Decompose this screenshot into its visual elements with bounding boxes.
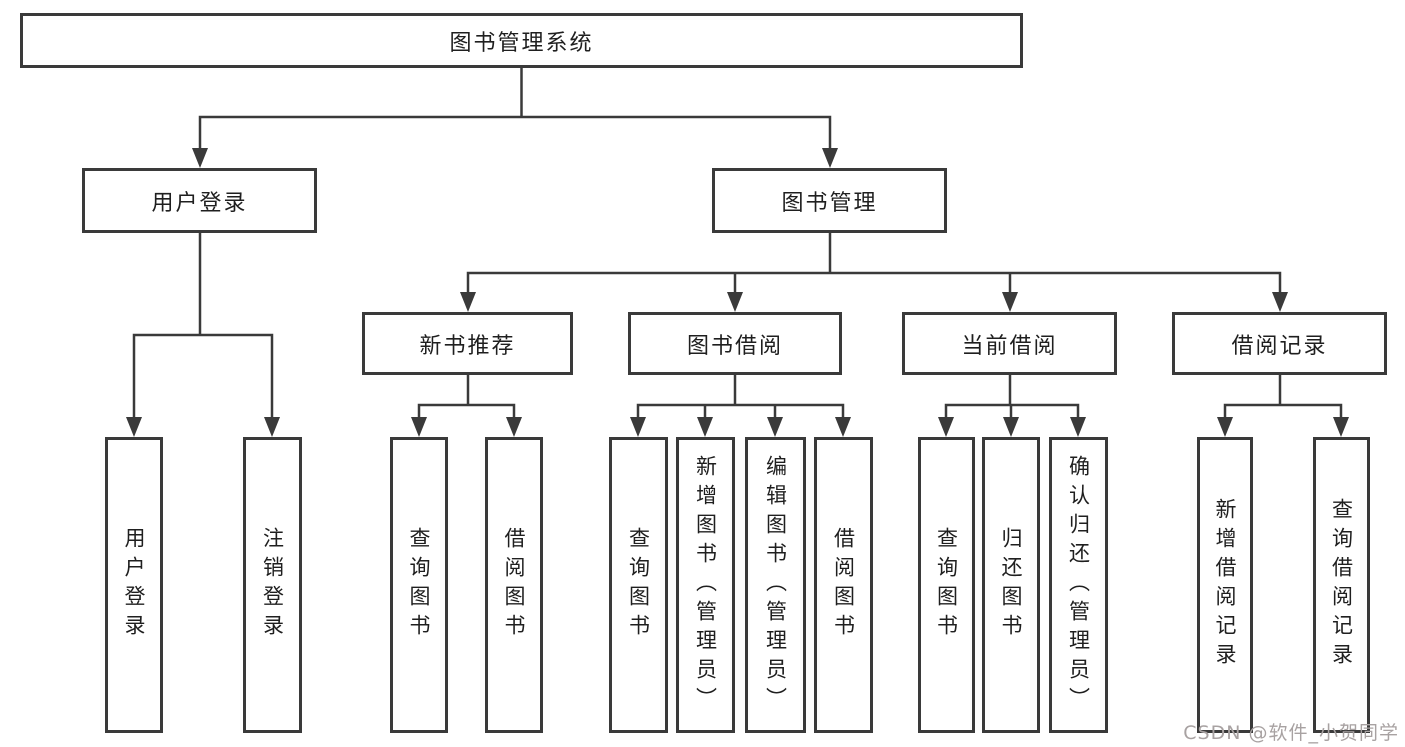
connector-line [1223, 373, 1343, 421]
arrowhead [411, 417, 427, 437]
arrowhead [697, 417, 713, 437]
watermark: CSDN @软件_小贺同学 [1183, 722, 1399, 744]
node-leaf-add-books-admin: 新增图书（管理员） [676, 437, 735, 733]
connector-line [417, 373, 516, 421]
node-new-book-recommendation: 新书推荐 [362, 312, 573, 375]
node-leaf-confirm-return-admin: 确认归还（管理员） [1049, 437, 1108, 733]
arrowhead [1003, 417, 1019, 437]
node-leaf-query-borrow-record: 查询借阅记录 [1313, 437, 1370, 733]
node-book-management: 图书管理 [712, 168, 947, 233]
node-leaf-add-borrow-record: 新增借阅记录 [1197, 437, 1253, 733]
node-leaf-user-login: 用户登录 [105, 437, 163, 733]
arrowhead [727, 292, 743, 312]
connector-line [132, 231, 274, 421]
arrowhead [767, 417, 783, 437]
arrowhead [630, 417, 646, 437]
node-book-borrowing: 图书借阅 [628, 312, 842, 375]
arrowhead [1002, 292, 1018, 312]
arrowhead [192, 148, 208, 168]
node-leaf-logout: 注销登录 [243, 437, 302, 733]
connector-line [466, 231, 1282, 296]
arrowhead [1070, 417, 1086, 437]
node-book-management-system: 图书管理系统 [20, 13, 1023, 68]
node-leaf-borrow-books: 借阅图书 [485, 437, 543, 733]
node-leaf-query-books: 查询图书 [390, 437, 448, 733]
connector-line [944, 373, 1080, 421]
node-leaf-query-books: 查询图书 [918, 437, 975, 733]
arrowhead [835, 417, 851, 437]
node-leaf-query-books: 查询图书 [609, 437, 668, 733]
node-leaf-return-books: 归还图书 [982, 437, 1040, 733]
arrowhead [1217, 417, 1233, 437]
arrowhead [822, 148, 838, 168]
arrowhead [264, 417, 280, 437]
arrowhead [1333, 417, 1349, 437]
node-current-borrowing: 当前借阅 [902, 312, 1117, 375]
arrowhead [126, 417, 142, 437]
node-leaf-borrow-books: 借阅图书 [814, 437, 873, 733]
node-user-login: 用户登录 [82, 168, 317, 233]
arrowhead [506, 417, 522, 437]
connector-line [636, 373, 845, 421]
arrowhead [460, 292, 476, 312]
arrowhead [938, 417, 954, 437]
arrowhead [1272, 292, 1288, 312]
node-leaf-edit-books-admin: 编辑图书（管理员） [745, 437, 806, 733]
node-borrowing-records: 借阅记录 [1172, 312, 1387, 375]
connector-line [198, 66, 832, 152]
